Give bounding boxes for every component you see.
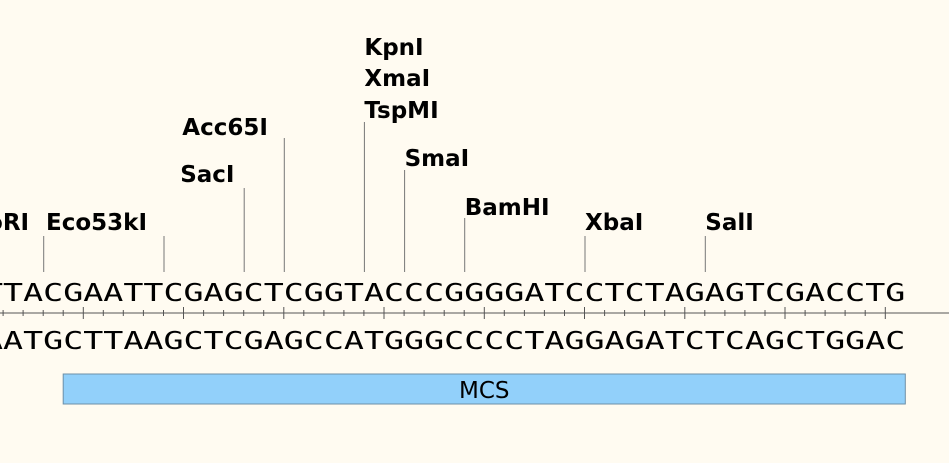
site-label-smai[interactable]: SmaI [405,146,470,172]
site-label-bamhi[interactable]: BamHI [465,195,550,221]
site-label-saci[interactable]: SacI [180,162,234,188]
mcs-feature-label: MCS [459,378,510,404]
site-label-xmai[interactable]: XmaI [364,66,430,92]
cut-site-lines [43,122,706,272]
site-label-xbai[interactable]: XbaI [585,210,643,236]
site-label-eco53ki[interactable]: Eco53kI [46,210,147,236]
mcs-feature-bar[interactable] [62,373,906,405]
site-label-sali[interactable]: SalI [705,210,754,236]
site-label-acc65i[interactable]: Acc65I [182,115,268,141]
restriction-site-labels: EcoRI Eco53kI SacI Acc65I KpnI XmaI TspMI SmaI B… [0,35,754,236]
site-label-tspmi[interactable]: TspMI [364,98,438,124]
site-label-kpni[interactable]: KpnI [364,35,423,61]
site-label-ecori[interactable]: EcoRI [0,210,29,236]
top-strand-sequence: TTACGAATTCGAGCTCGGTACCCGGGGATCCTCTAGAGTC… [0,278,905,307]
sequence-ruler [0,307,949,319]
bottom-strand-sequence: AATGCTTAAGCTCGAGCCATGGGCCCCTAGGAGATCTCAG… [0,326,905,355]
